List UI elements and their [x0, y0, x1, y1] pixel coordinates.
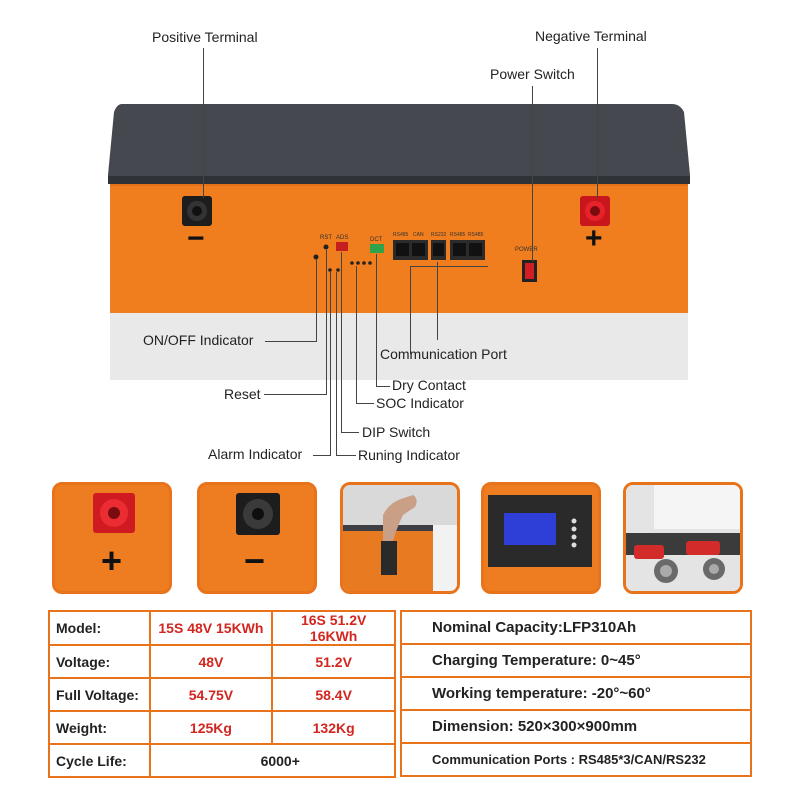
soc-indicator-callout: SOC Indicator	[376, 395, 464, 411]
table-row: Cycle Life: 6000+	[48, 743, 397, 778]
power-switch-callout: Power Switch	[490, 66, 575, 82]
power-switch	[522, 260, 537, 282]
plus-sign: +	[585, 222, 603, 255]
on-off-indicator-callout: ON/OFF Indicator	[143, 332, 254, 348]
negative-terminal-callout: Negative Terminal	[535, 28, 647, 44]
rs485-label-2: RS485	[450, 232, 466, 238]
weight-value-a: 125Kg	[148, 710, 274, 745]
rs485-label-3: RS485	[468, 232, 484, 238]
photo-wheels	[623, 482, 743, 594]
weight-label: Weight:	[48, 710, 151, 745]
photo-negative-terminal: −	[197, 482, 317, 594]
battery-base	[110, 310, 688, 380]
power-leader-line	[532, 86, 533, 262]
cycle-life-value: 6000+	[148, 743, 397, 778]
communication-port-callout: Communication Port	[380, 346, 507, 362]
table-row: Dimension: 520×300×900mm	[400, 709, 752, 744]
rst-label: RST	[320, 235, 332, 241]
table-row: Communication Ports : RS485*3/CAN/RS232	[400, 742, 752, 777]
reset-callout: Reset	[224, 386, 261, 402]
communication-ports: Communication Ports : RS485*3/CAN/RS232	[400, 742, 752, 777]
dimension: Dimension: 520×300×900mm	[400, 709, 752, 744]
spec-table-left: Model: 15S 48V 15KWh 16S 51.2V 16KWh Vol…	[48, 610, 397, 778]
ads-label: ADS	[336, 235, 349, 241]
positive-terminal	[580, 196, 610, 226]
model-value-a: 15S 48V 15KWh	[148, 610, 274, 646]
nominal-capacity: Nominal Capacity:LFP310Ah	[400, 610, 752, 645]
dip-switch-callout: DIP Switch	[362, 424, 431, 440]
power-label: POWER	[515, 247, 538, 253]
negative-leader-line	[597, 48, 598, 198]
voltage-value-a: 48V	[148, 644, 274, 679]
photo-handle	[340, 482, 460, 594]
dct-label: DCT	[370, 237, 383, 243]
positive-terminal-callout: Positive Terminal	[152, 29, 258, 45]
weight-value-b: 132Kg	[271, 710, 396, 745]
dry-contact-callout: Dry Contact	[392, 377, 466, 393]
rs485-label-1: RS485	[393, 232, 409, 238]
minus-sign: −	[187, 222, 205, 255]
table-row: Full Voltage: 54.75V 58.4V	[48, 677, 396, 712]
dry-contact-block	[370, 244, 384, 253]
running-indicator-callout: Runing Indicator	[358, 447, 460, 463]
rs232-label: RS232	[431, 232, 447, 238]
table-row: Working temperature: -20°~60°	[400, 676, 752, 711]
positive-leader-line	[203, 48, 204, 198]
model-value-b: 16S 51.2V 16KWh	[271, 610, 396, 646]
table-row: Model: 15S 48V 15KWh 16S 51.2V 16KWh	[48, 610, 396, 646]
photo-minus-sign: −	[244, 540, 266, 581]
voltage-label: Voltage:	[48, 644, 151, 679]
table-row: Charging Temperature: 0~45°	[400, 643, 752, 678]
battery-lid	[108, 104, 690, 184]
table-row: Nominal Capacity:LFP310Ah	[400, 610, 752, 645]
working-temperature: Working temperature: -20°~60°	[400, 676, 752, 711]
voltage-value-b: 51.2V	[271, 644, 396, 679]
battery-illustration	[108, 104, 690, 380]
battery-diagram: RST ADS DCT RS485 CAN RS232 RS485 RS485 …	[108, 28, 690, 463]
full-voltage-value-b: 58.4V	[271, 677, 396, 712]
charging-temperature: Charging Temperature: 0~45°	[400, 643, 752, 678]
alarm-indicator-callout: Alarm Indicator	[208, 446, 303, 462]
full-voltage-value-a: 54.75V	[148, 677, 274, 712]
cycle-life-label: Cycle Life:	[48, 743, 151, 778]
communication-port-group	[393, 240, 485, 260]
full-voltage-label: Full Voltage:	[48, 677, 151, 712]
spec-table-right: Nominal Capacity:LFP310Ah Charging Tempe…	[400, 610, 752, 777]
table-row: Weight: 125Kg 132Kg	[48, 710, 396, 745]
photo-plus-sign: +	[101, 540, 123, 581]
photo-positive-terminal: +	[52, 482, 172, 594]
photo-display	[481, 482, 601, 594]
table-row: Voltage: 48V 51.2V	[48, 644, 396, 679]
model-label: Model:	[48, 610, 151, 646]
dip-switch-block	[336, 242, 348, 251]
negative-terminal	[182, 196, 212, 226]
can-label: CAN	[413, 232, 424, 238]
